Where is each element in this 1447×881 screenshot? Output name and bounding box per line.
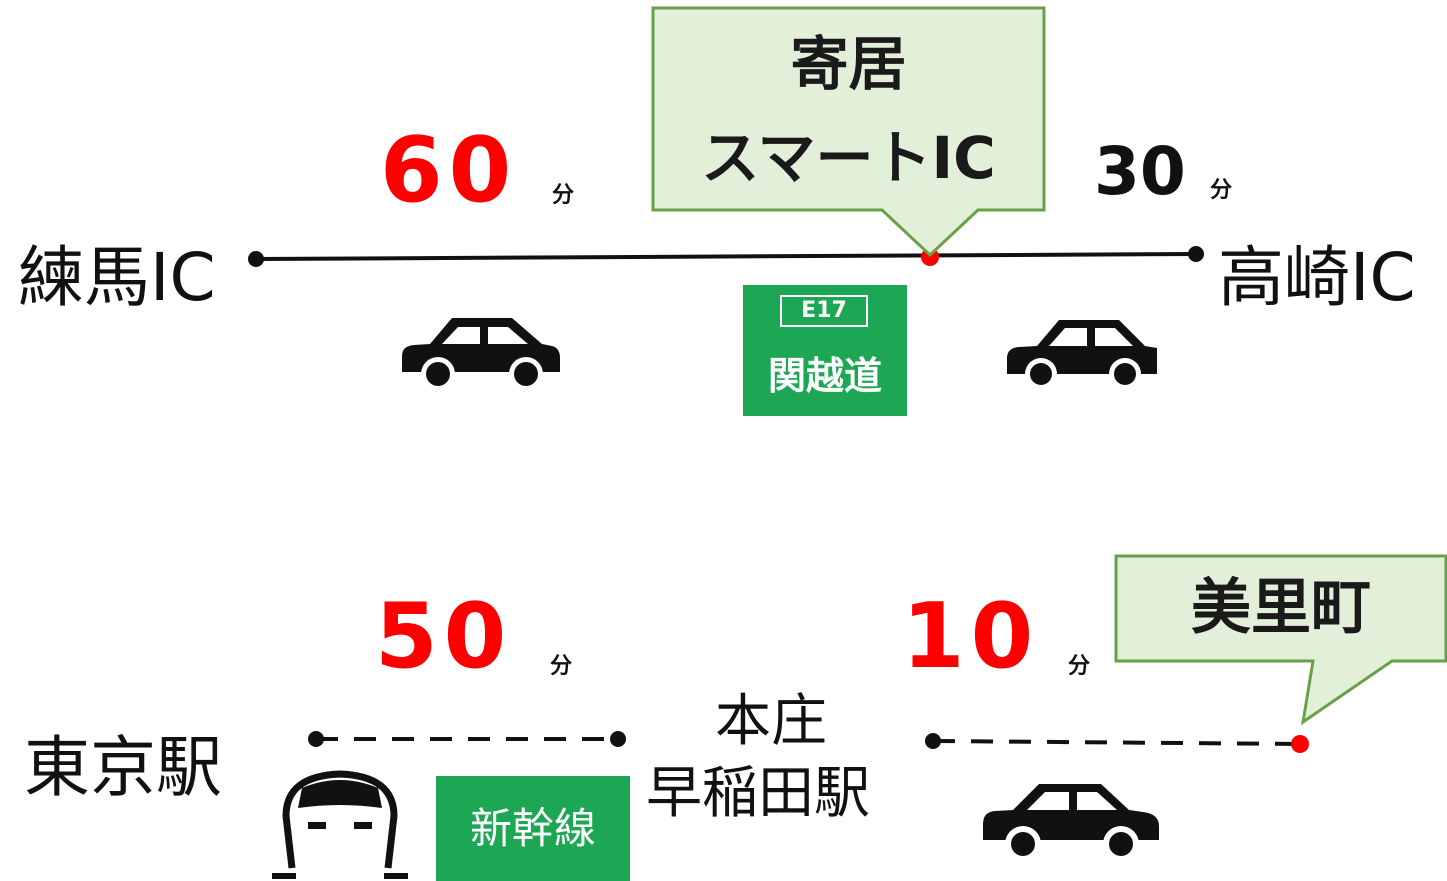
route2-mid-dot bbox=[610, 731, 626, 747]
callout-2-text: 美里町 bbox=[1191, 573, 1371, 643]
car-icon bbox=[983, 784, 1159, 862]
route2-time-2: 10 bbox=[902, 584, 1040, 689]
route1-start-label: 練馬IC bbox=[18, 239, 216, 316]
route2-mid-label-line-2: 早稲田駅 bbox=[646, 761, 870, 826]
expressway-sign-code: E17 bbox=[780, 295, 868, 327]
route1-time-1-unit: 分 bbox=[552, 183, 575, 208]
route1-start-dot bbox=[248, 251, 264, 267]
car-icon bbox=[1007, 320, 1157, 390]
callout-2-shape bbox=[1114, 554, 1447, 726]
route1-time-2-unit: 分 bbox=[1210, 178, 1233, 203]
route2-time-1-unit: 分 bbox=[550, 654, 573, 679]
route2-start-label: 東京駅 bbox=[24, 729, 222, 806]
callout-1-line-2: スマートIC bbox=[701, 124, 996, 192]
shinkansen-icon bbox=[272, 770, 408, 879]
route2-time-2-unit: 分 bbox=[1068, 654, 1091, 679]
route2-end-dot bbox=[1291, 735, 1309, 753]
route2-time-1: 50 bbox=[375, 584, 513, 689]
callout-1-line-1: 寄居 bbox=[790, 30, 907, 98]
car-icon bbox=[402, 318, 560, 391]
route1-time-2: 30 bbox=[1094, 133, 1186, 210]
route1-time-1: 60 bbox=[380, 118, 518, 223]
route2-dashed-line-2 bbox=[932, 739, 1301, 746]
route1-end-dot bbox=[1188, 246, 1204, 262]
route1-end-label: 高崎IC bbox=[1218, 239, 1416, 316]
expressway-sign: E17 関越道 bbox=[743, 285, 907, 416]
callout-1-shape bbox=[651, 6, 1046, 258]
route1-line bbox=[255, 252, 1197, 261]
shinkansen-sign: 新幹線 bbox=[436, 776, 630, 881]
expressway-sign-name: 関越道 bbox=[767, 354, 882, 398]
route2-start-dot bbox=[308, 731, 324, 747]
route2-mid-label-line-1: 本庄 bbox=[715, 689, 827, 754]
route2-mid2-dot bbox=[925, 733, 941, 749]
